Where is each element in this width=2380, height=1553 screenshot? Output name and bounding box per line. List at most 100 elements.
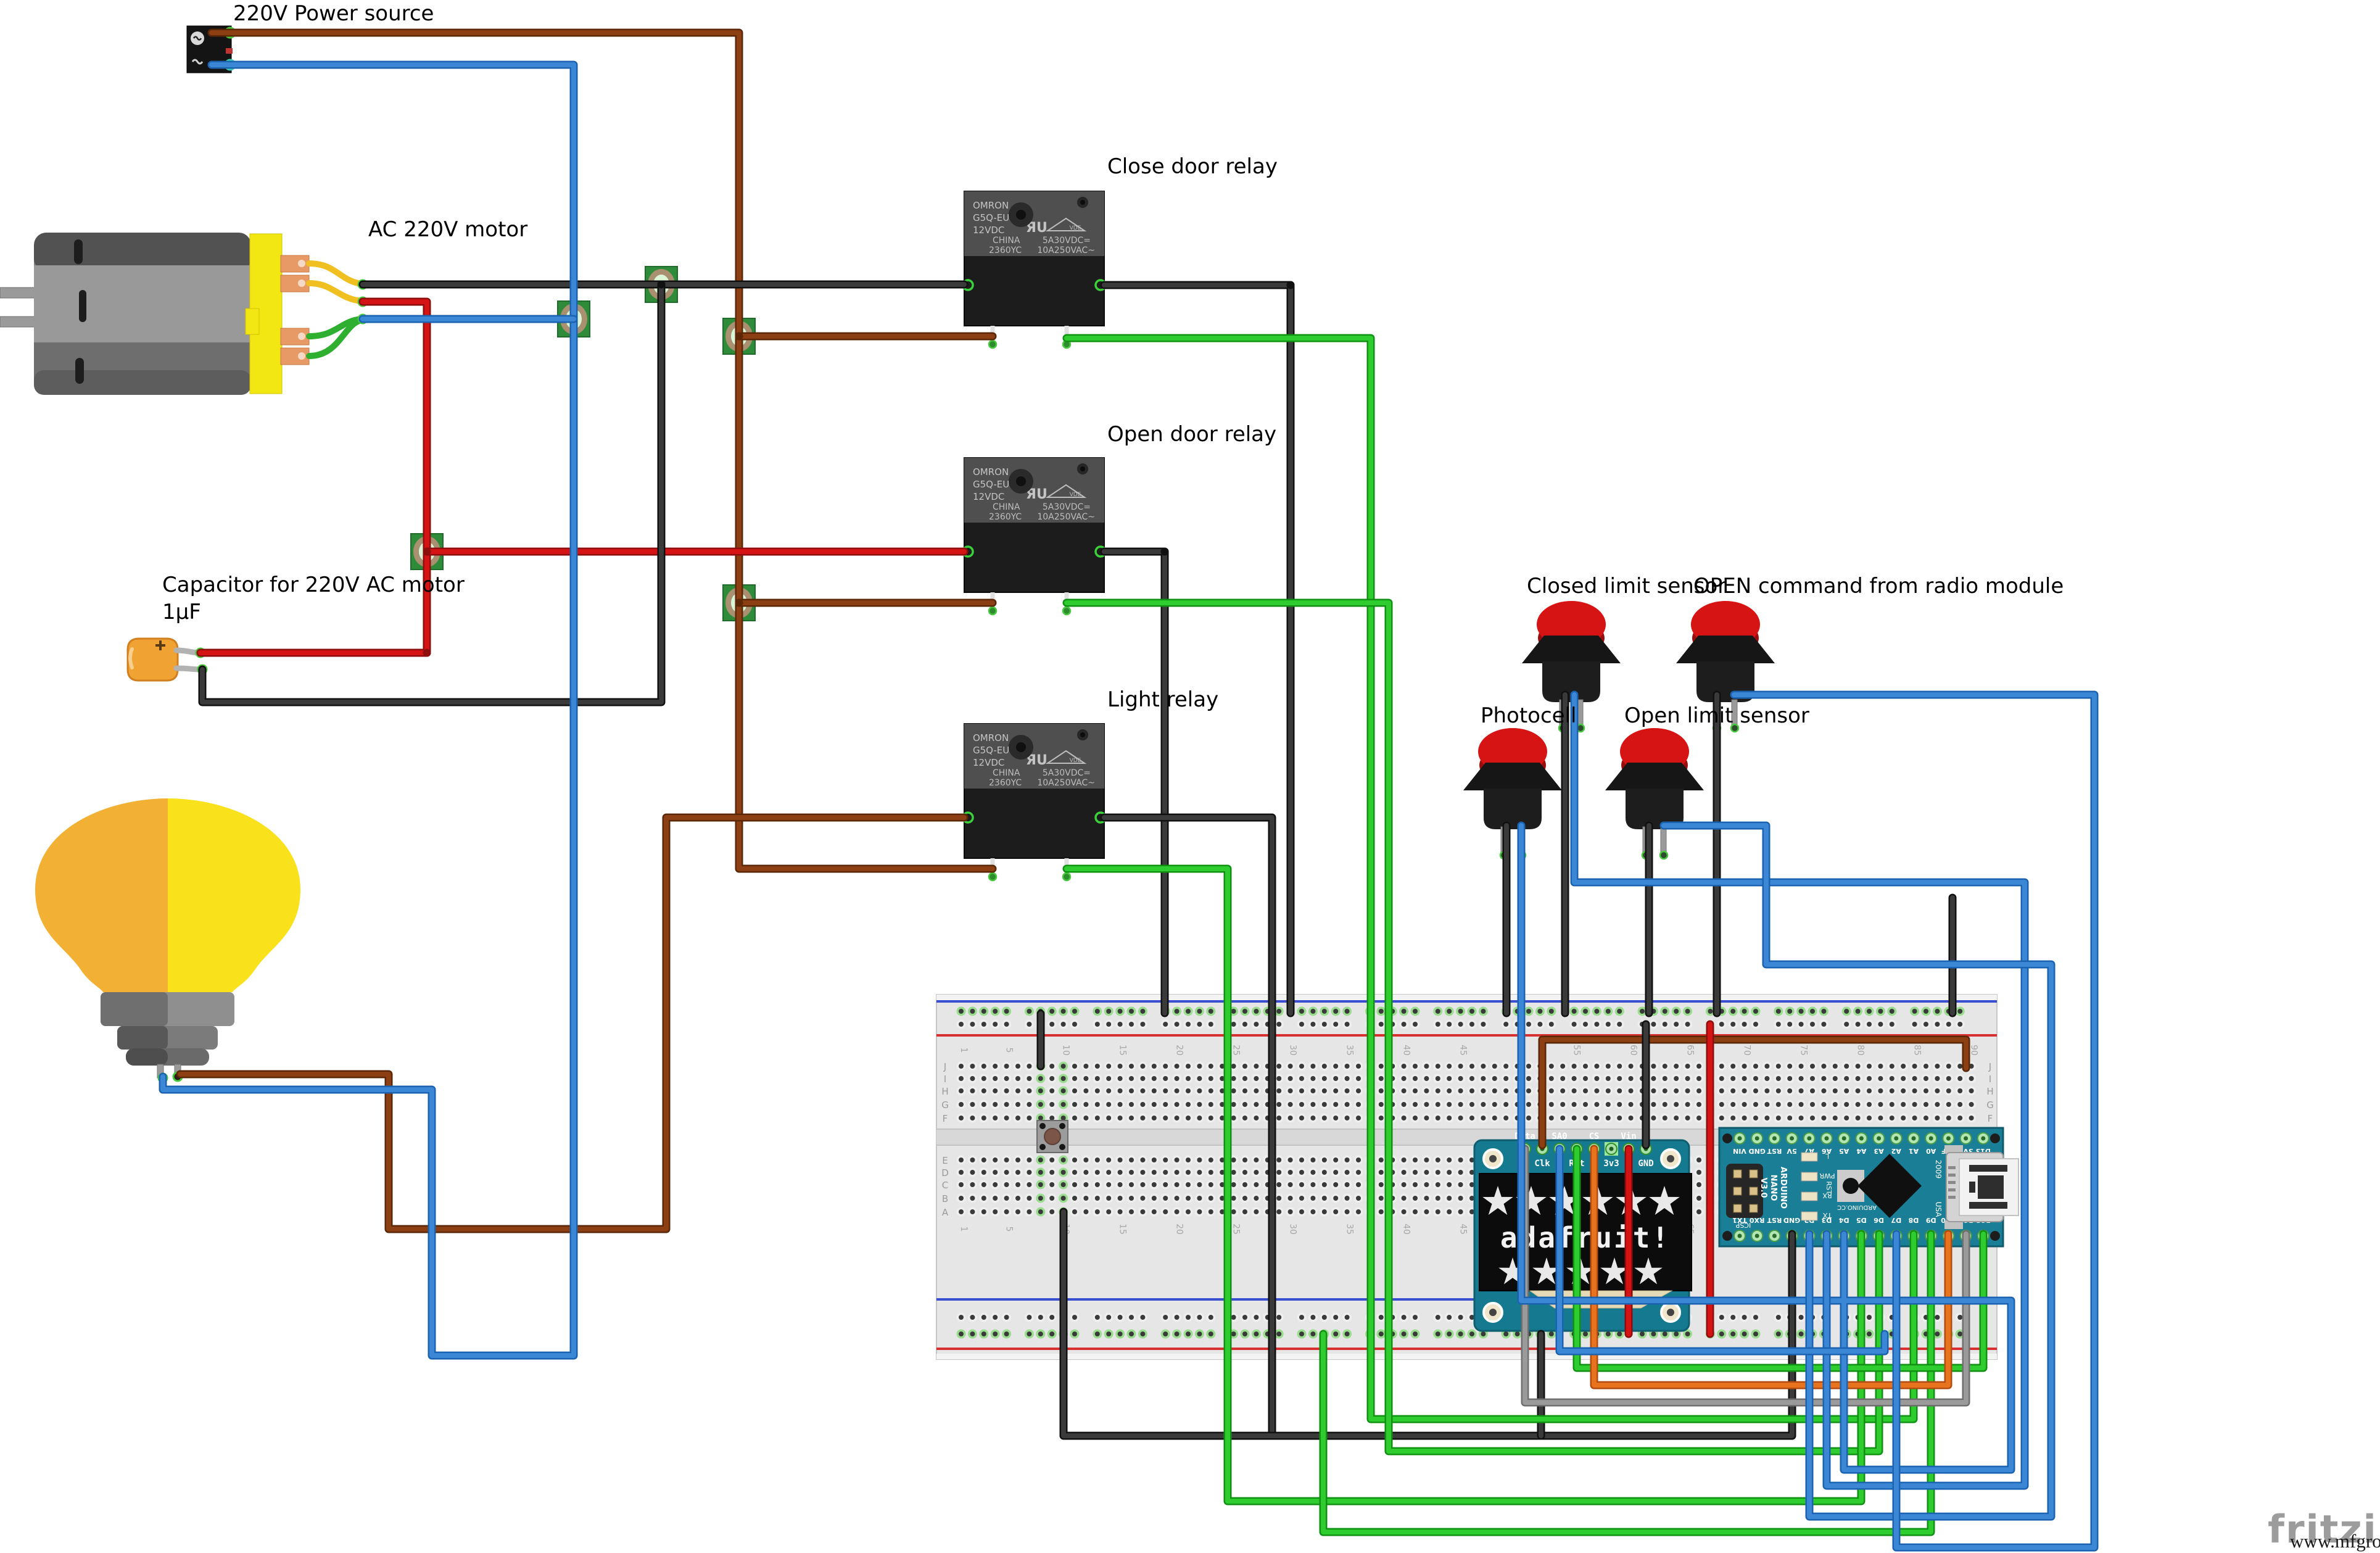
svg-text:L: L	[1825, 1152, 1829, 1160]
closed-limit-button[interactable]	[1522, 601, 1621, 733]
svg-text:OMRON: OMRON	[973, 466, 1009, 478]
star-icon	[1600, 1257, 1629, 1285]
svg-text:G5Q-EU: G5Q-EU	[973, 745, 1009, 756]
svg-text:D9: D9	[1926, 1216, 1936, 1224]
arduino-nano[interactable]: VINGNDRST5VA7A6A5A4A3A2A1A0REF3V3D13TX1R…	[1718, 1127, 2019, 1248]
label-open-command: OPEN command from radio module	[1693, 574, 2064, 598]
light-bulb[interactable]	[35, 798, 300, 1083]
svg-text:D6: D6	[1874, 1216, 1884, 1224]
svg-text:A3: A3	[1874, 1147, 1884, 1155]
label-motor: AC 220V motor	[368, 217, 528, 242]
svg-text:G: G	[941, 1100, 949, 1111]
svg-text:A1: A1	[1909, 1147, 1919, 1155]
label-power-source: 220V Power source	[233, 1, 434, 26]
svg-text:45: 45	[1458, 1224, 1468, 1235]
vde-triangle-icon	[1045, 484, 1087, 498]
svg-text:20: 20	[1175, 1224, 1184, 1235]
svg-text:75: 75	[1799, 1045, 1809, 1056]
watermark-url: www.mfgrobots.com	[2290, 1530, 2380, 1552]
svg-text:A4: A4	[1856, 1147, 1867, 1155]
open-door-relay[interactable]: OMRONG5Q-EU12VDCCHINA2360YC5A30VDC=10A25…	[945, 457, 1123, 616]
svg-text:12VDC: 12VDC	[973, 491, 1004, 502]
svg-text:2360YC: 2360YC	[989, 778, 1022, 788]
label-photocell: Photocell	[1481, 703, 1577, 728]
label-capacitor: Capacitor for 220V AC motor 1µF	[162, 573, 465, 625]
open-limit-button[interactable]	[1605, 728, 1704, 860]
breadboard-pushbutton[interactable]	[1036, 1120, 1068, 1153]
svg-text:Clk: Clk	[1534, 1159, 1550, 1169]
photocell-button[interactable]	[1463, 728, 1562, 860]
svg-text:RX: RX	[1822, 1191, 1832, 1199]
svg-text:40: 40	[1402, 1224, 1411, 1235]
wire-power-live-to-relays[interactable]	[207, 28, 997, 873]
svg-text:35: 35	[1345, 1224, 1355, 1235]
vde-triangle-icon	[1045, 750, 1087, 764]
svg-text:OMRON: OMRON	[973, 200, 1009, 211]
svg-text:VDE: VDE	[1070, 758, 1081, 764]
svg-text:15: 15	[1118, 1045, 1128, 1056]
capacitor[interactable]	[126, 637, 208, 682]
svg-text:ARDUINO.CC: ARDUINO.CC	[1837, 1204, 1877, 1211]
rail-line-blue-top	[936, 1000, 1997, 1003]
label-open-limit: Open limit sensor	[1624, 703, 1809, 728]
svg-text:5: 5	[1004, 1048, 1014, 1053]
svg-text:RX0: RX0	[1750, 1216, 1765, 1224]
svg-text:85: 85	[1912, 1045, 1922, 1056]
svg-text:45: 45	[1458, 1045, 1468, 1056]
motor-shaft	[0, 287, 38, 299]
svg-text:VIN: VIN	[1733, 1147, 1746, 1155]
svg-text:10A250VAC~: 10A250VAC~	[1037, 246, 1095, 255]
ac-motor[interactable]	[0, 233, 368, 395]
svg-text:B: B	[942, 1193, 948, 1204]
svg-text:2009: 2009	[1934, 1160, 1943, 1179]
svg-text:F: F	[1988, 1113, 1993, 1124]
light-relay[interactable]: OMRONG5Q-EU12VDCCHINA2360YC5A30VDC=10A25…	[945, 723, 1123, 882]
svg-text:90: 90	[1969, 1045, 1979, 1056]
star-icon	[1634, 1257, 1663, 1285]
motor-terminals	[280, 255, 310, 365]
label-open-relay: Open door relay	[1107, 422, 1277, 447]
junction-dot	[423, 648, 431, 657]
svg-text:A0: A0	[1926, 1147, 1936, 1155]
junction-dot	[1286, 281, 1295, 289]
svg-text:25: 25	[1231, 1045, 1241, 1056]
svg-text:2360YC: 2360YC	[989, 512, 1022, 522]
svg-text:G5Q-EU: G5Q-EU	[973, 479, 1009, 490]
svg-text:80: 80	[1856, 1045, 1866, 1056]
rail-line-blue-bottom	[936, 1298, 1997, 1301]
svg-text:A5: A5	[1839, 1147, 1849, 1155]
svg-text:OMRON: OMRON	[973, 732, 1009, 743]
svg-text:CHINA: CHINA	[993, 768, 1020, 778]
wire-close-relay-to-breadboard[interactable]	[1100, 281, 1295, 1017]
svg-text:PWR: PWR	[1819, 1172, 1835, 1180]
star-icon	[1498, 1257, 1527, 1285]
svg-text:CHINA: CHINA	[993, 502, 1020, 512]
svg-text:A: A	[942, 1207, 949, 1218]
svg-text:H: H	[941, 1086, 948, 1097]
relays: OMRONG5Q-EU12VDCCHINA2360YC5A30VDC=10A25…	[945, 191, 1123, 882]
star-icon	[1549, 1186, 1580, 1215]
svg-text:25: 25	[1231, 1224, 1241, 1235]
close-door-relay[interactable]: OMRONG5Q-EU12VDCCHINA2360YC5A30VDC=10A25…	[945, 191, 1123, 349]
junction-dot	[1160, 547, 1169, 556]
svg-text:2360YC: 2360YC	[989, 246, 1022, 255]
svg-text:10A250VAC~: 10A250VAC~	[1037, 778, 1095, 788]
sensor-buttons	[1463, 601, 1775, 860]
svg-text:55: 55	[1572, 1045, 1582, 1056]
svg-text:35: 35	[1345, 1045, 1355, 1056]
svg-text:12VDC: 12VDC	[973, 757, 1004, 768]
svg-text:5: 5	[1004, 1227, 1014, 1232]
junction-dot	[423, 547, 431, 556]
pushbutton-cap[interactable]	[1044, 1128, 1061, 1145]
star-icon	[1532, 1257, 1561, 1285]
star-icon	[1482, 1186, 1513, 1215]
ac-wave-icon	[191, 59, 204, 65]
svg-text:12VDC: 12VDC	[973, 225, 1004, 236]
svg-text:RST: RST	[1825, 1181, 1833, 1195]
svg-text:5A30VDC=: 5A30VDC=	[1043, 236, 1091, 246]
mcu-chip-icon	[1857, 1154, 1922, 1218]
wire-open-relay-to-breadboard[interactable]	[1100, 547, 1169, 1017]
label-light-relay: Light relay	[1107, 687, 1219, 712]
